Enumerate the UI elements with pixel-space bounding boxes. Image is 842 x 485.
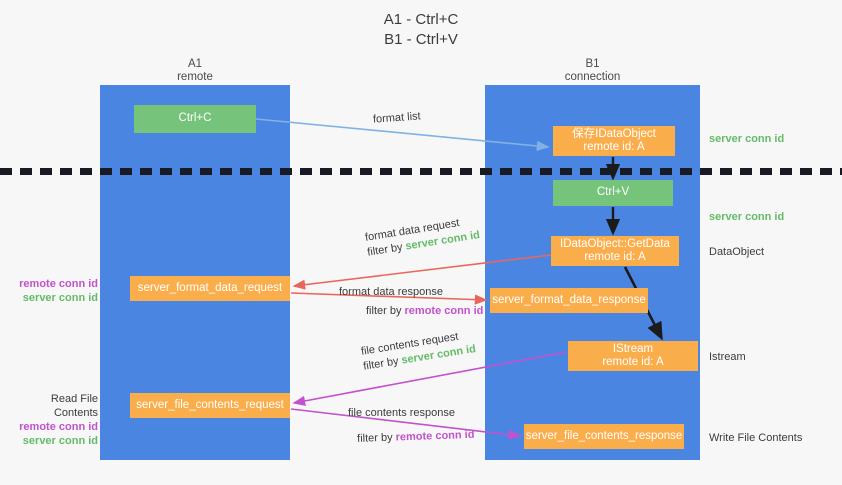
- title-line-1: A1 - Ctrl+C: [383, 11, 459, 28]
- annotation-istream: Istream: [709, 351, 746, 363]
- page-title: A1 - Ctrl+C B1 - Ctrl+V: [0, 10, 842, 50]
- dashed-separator-line: [0, 168, 842, 175]
- box-server-file-contents-request[interactable]: server_file_contents_request: [130, 393, 290, 418]
- box-ctrl-v[interactable]: Ctrl+V: [553, 180, 673, 206]
- box-idataobject-line1: 保存IDataObject: [572, 127, 656, 140]
- filter-prefix: filter by: [366, 305, 405, 317]
- arrow-format-data-response: [290, 292, 488, 305]
- box-getdata-line2: remote id: A: [584, 251, 646, 263]
- caption-file-contents-response: file contents response filter by remote …: [348, 406, 475, 447]
- filter-prefix: filter by: [356, 431, 396, 445]
- box-istream[interactable]: IStream remote id: A: [568, 341, 698, 371]
- box-server-format-data-request-label: server_format_data_request: [137, 281, 283, 294]
- annotation-remote-conn-id-1: remote conn id: [19, 278, 98, 290]
- annotation-dataobject: DataObject: [709, 246, 765, 258]
- caption-file-contents-response-filter: filter by remote conn id: [348, 419, 475, 447]
- column-a1-name: A1: [187, 58, 203, 70]
- annotation-write-file-contents: Write File Contents: [709, 432, 803, 444]
- column-b1-name: B1: [585, 58, 600, 70]
- box-server-format-data-request[interactable]: server_format_data_request: [130, 276, 290, 301]
- box-idataobject-getdata[interactable]: IDataObject::GetData remote id: A: [551, 236, 679, 266]
- annotation-left-conn-ids-upper: remote conn id server conn id: [8, 277, 98, 305]
- box-istream-line1: IStream: [612, 342, 654, 355]
- arrow-format-list: [255, 118, 550, 152]
- annotation-server-conn-id-top: server conn id: [709, 133, 785, 145]
- annotation-server-conn-id-1: server conn id: [22, 292, 98, 304]
- caption-format-list-text: format list: [372, 110, 422, 126]
- box-server-format-data-response-label: server_format_data_response: [492, 293, 646, 306]
- box-ctrl-v-label: Ctrl+V: [596, 186, 630, 199]
- caption-format-data-response-text: format data response: [339, 286, 443, 298]
- box-ctrl-c[interactable]: Ctrl+C: [134, 105, 256, 133]
- box-istream-line2: remote id: A: [602, 356, 664, 368]
- filter-key-remote-conn-id: remote conn id: [395, 428, 475, 444]
- caption-format-data-response: format data response filter by remote co…: [339, 285, 483, 319]
- box-getdata-line1: IDataObject::GetData: [560, 237, 670, 250]
- arrow-file-contents-request: [292, 351, 567, 406]
- column-header-a1: A1 remote: [100, 58, 290, 84]
- title-line-2: B1 - Ctrl+V: [384, 31, 458, 48]
- annotation-left-conn-ids-lower: Read File Contents remote conn id server…: [5, 392, 98, 448]
- caption-format-data-response-filter: filter by remote conn id: [339, 300, 483, 319]
- box-idataobject[interactable]: 保存IDataObject remote id: A: [553, 126, 675, 156]
- box-server-file-contents-response-label: server_file_contents_response: [525, 429, 683, 442]
- box-server-format-data-response[interactable]: server_format_data_response: [490, 288, 648, 313]
- annotation-server-conn-id-2: server conn id: [22, 435, 98, 447]
- box-server-file-contents-request-label: server_file_contents_request: [136, 398, 284, 411]
- box-server-file-contents-response[interactable]: server_file_contents_response: [524, 424, 684, 449]
- column-a1-role: remote: [177, 71, 213, 83]
- filter-key-remote-conn-id: remote conn id: [404, 305, 484, 317]
- annotation-read-file-contents: Read File Contents: [50, 393, 98, 419]
- caption-file-contents-response-text: file contents response: [348, 407, 456, 419]
- annotation-remote-conn-id-2: remote conn id: [19, 421, 98, 433]
- box-idataobject-line2: remote id: A: [583, 141, 645, 153]
- box-ctrl-c-label: Ctrl+C: [178, 112, 212, 125]
- column-header-b1: B1 connection: [485, 58, 700, 84]
- column-b1-role: connection: [564, 71, 621, 83]
- arrow-format-data-request: [292, 254, 552, 290]
- annotation-server-conn-id-mid: server conn id: [709, 211, 785, 223]
- arrow-file-contents-response: [290, 408, 522, 440]
